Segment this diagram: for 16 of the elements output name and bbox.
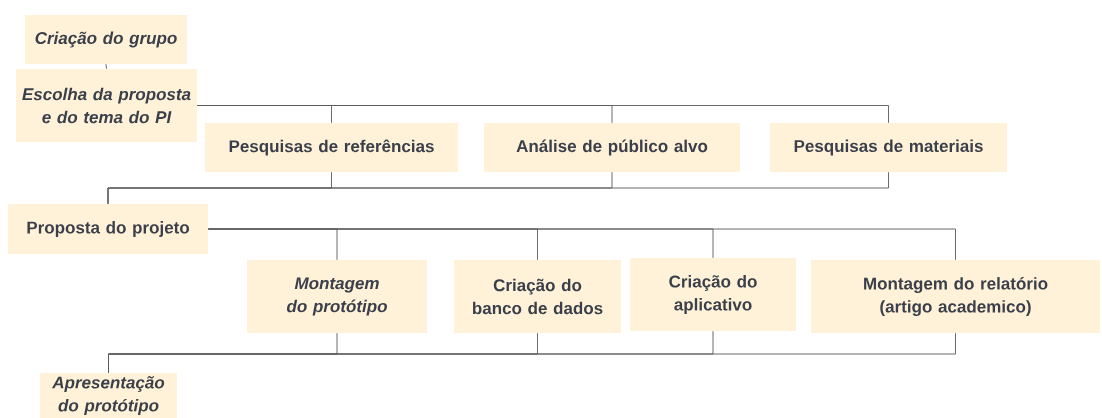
connector-line (207, 228, 956, 261)
process-box: Proposta do projeto (8, 204, 208, 254)
process-box: Pesquisas de materiais (770, 123, 1007, 172)
process-box: Criação do banco de dados (454, 260, 621, 333)
process-box: Montagem do relatório (artigo academico) (811, 260, 1100, 333)
process-box: Escolha da proposta e do tema do PI (16, 69, 197, 142)
connector-line (105, 63, 107, 70)
process-box: Apresentação do protótipo (40, 373, 177, 418)
connector-line (107, 171, 889, 205)
process-box: Análise de público alvo (484, 123, 740, 172)
connector-line (108, 332, 956, 374)
process-box: Criação do aplicativo (630, 258, 796, 331)
process-box: Criação do grupo (25, 15, 187, 64)
process-box: Pesquisas de referências (205, 123, 458, 172)
connector-line (196, 105, 889, 124)
process-box: Montagem do protótipo (247, 260, 427, 333)
